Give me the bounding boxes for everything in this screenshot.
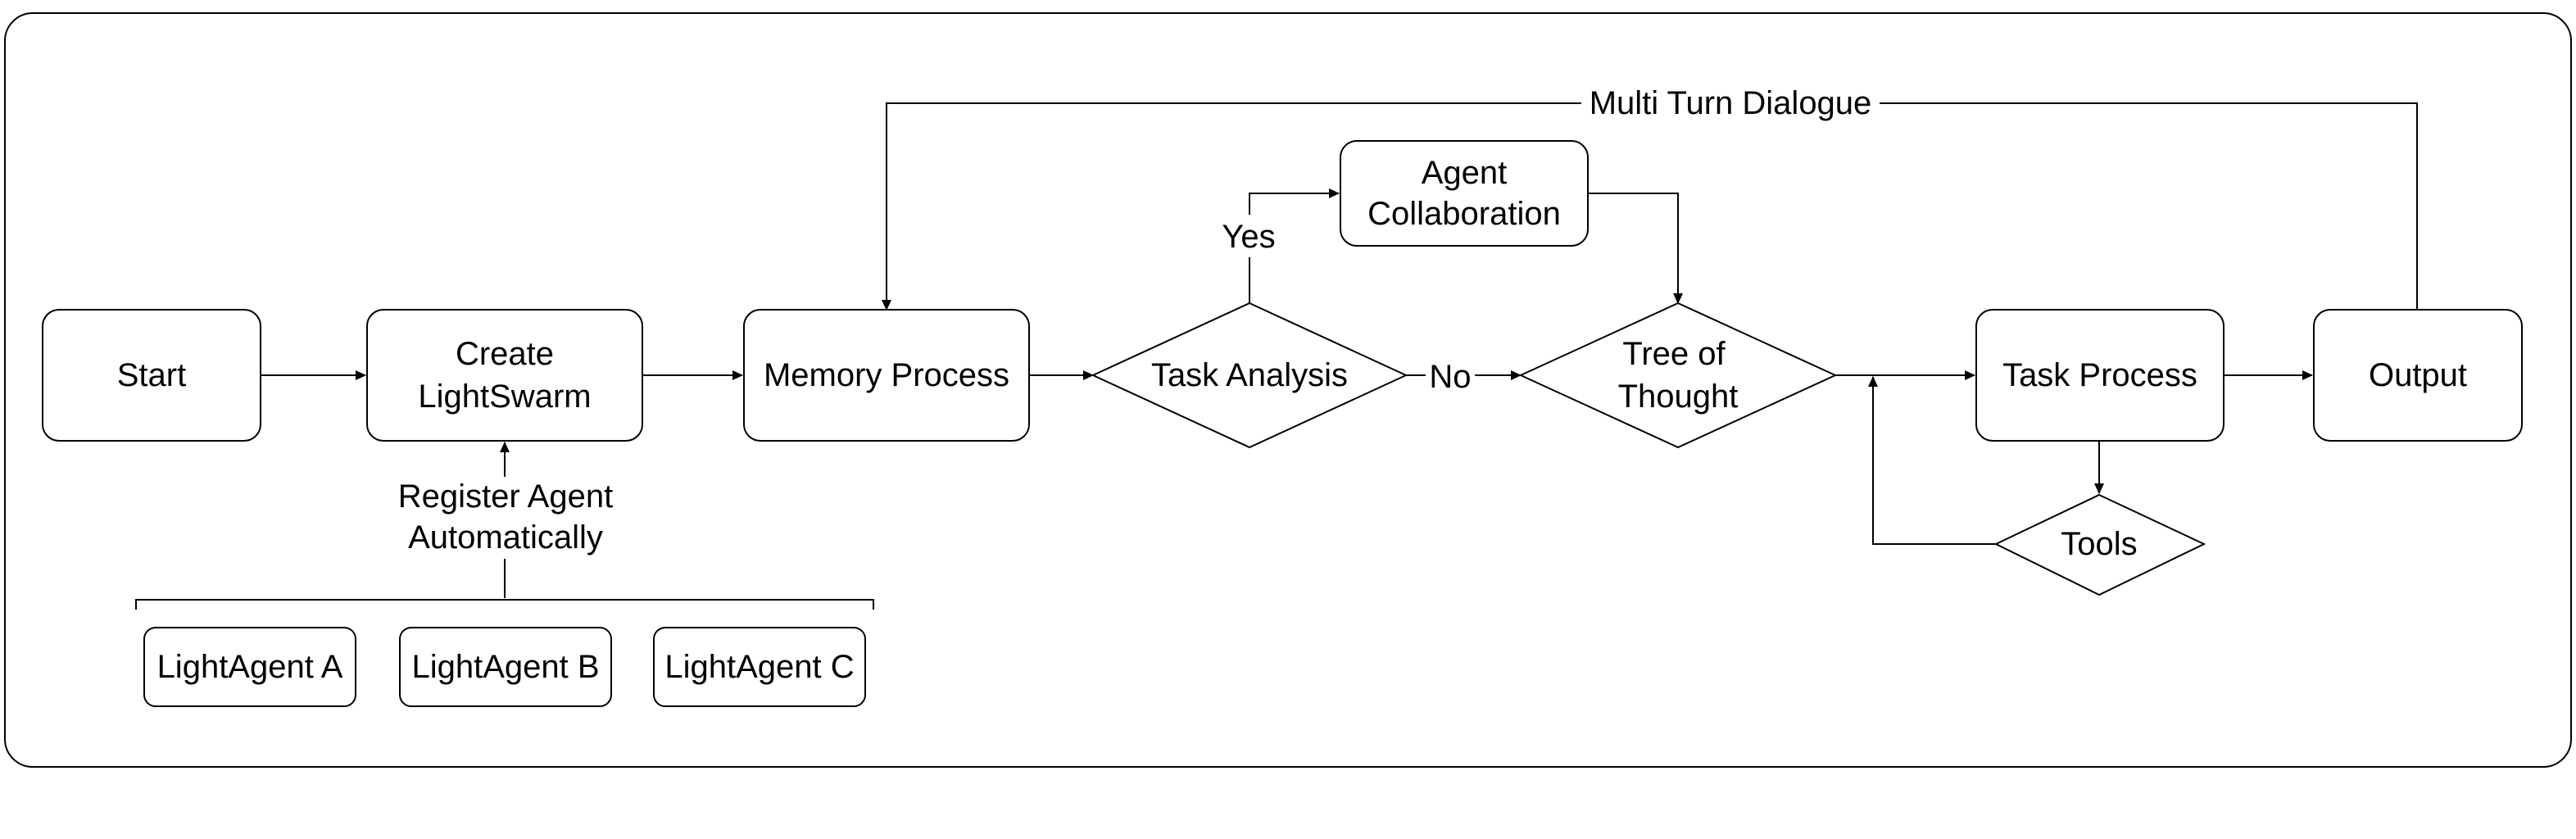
node-tot-label-line1: Tree of [1622, 336, 1726, 372]
edge-collab-to-tot [1588, 193, 1683, 304]
edge-label-no: No [1426, 356, 1475, 397]
node-tools-label: Tools [2061, 526, 2137, 562]
node-tot-label-line2: Thought [1618, 379, 1739, 415]
no-label: No [1429, 359, 1471, 395]
node-tree-of-thought: Tree of Thought [1518, 302, 1838, 449]
agents-bracket [135, 599, 874, 610]
edge-analysis-to-collab [1249, 188, 1340, 303]
node-collab-label-line2: Collaboration [1367, 196, 1561, 232]
node-lightagent-c: LightAgent C [653, 627, 866, 707]
yes-label: Yes [1222, 219, 1275, 255]
node-lightagent-c-label: LightAgent C [664, 649, 854, 685]
node-start: Start [42, 309, 261, 442]
node-create-label-line2: LightSwarm [418, 379, 591, 415]
node-agent-collaboration: Agent Collaboration [1340, 140, 1589, 247]
node-lightagent-a: LightAgent A [143, 627, 356, 707]
node-task-process: Task Process [1975, 309, 2225, 442]
node-collab-label-line1: Agent [1422, 155, 1508, 191]
edge-tools-loopback [1868, 376, 1996, 545]
node-task-process-label: Task Process [2002, 357, 2197, 393]
register-agent-line1: Register Agent [398, 478, 613, 515]
edge-label-yes: Yes [1216, 215, 1283, 257]
node-create-label-line1: Create [456, 336, 554, 372]
node-create-lightswarm: Create LightSwarm [366, 309, 643, 442]
node-memory-process: Memory Process [743, 309, 1030, 442]
node-lightagent-a-label: LightAgent A [157, 649, 343, 685]
node-task-analysis: Task Analysis [1091, 302, 1408, 449]
node-tools: Tools [1993, 493, 2206, 596]
node-output-label: Output [2369, 357, 2467, 393]
node-memory-label: Memory Process [764, 357, 1009, 393]
register-agent-line2: Automatically [408, 519, 603, 556]
node-lightagent-b: LightAgent B [399, 627, 612, 707]
node-lightagent-b-label: LightAgent B [411, 649, 599, 685]
multi-turn-label: Multi Turn Dialogue [1590, 85, 1872, 121]
node-task-analysis-label: Task Analysis [1151, 357, 1348, 393]
edge-label-register-agent: Register Agent Automatically [385, 477, 624, 559]
node-output: Output [2313, 309, 2523, 442]
edge-label-multi-turn: Multi Turn Dialogue [1581, 82, 1880, 125]
node-start-label: Start [117, 357, 186, 393]
